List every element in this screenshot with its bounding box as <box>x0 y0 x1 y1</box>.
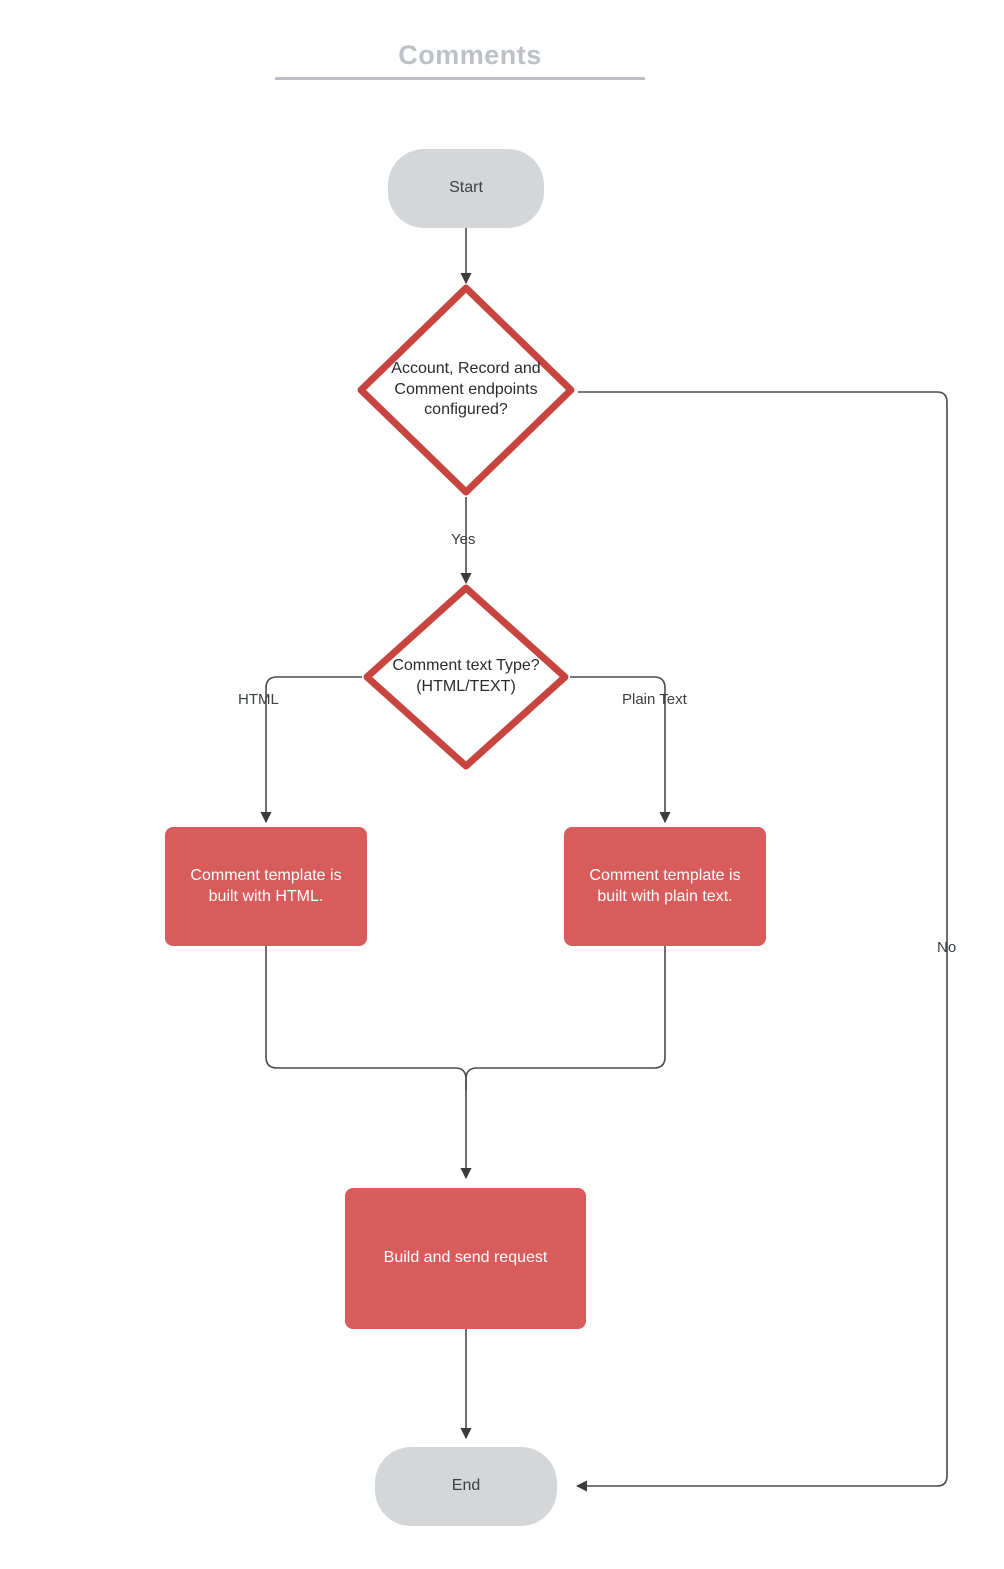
edge-label-plain-text: Plain Text <box>622 691 687 708</box>
edge-label-no: No <box>937 939 957 956</box>
node-end[interactable]: End <box>375 1447 557 1526</box>
edge-plain-box-to-merge <box>465 946 666 1090</box>
node-process-build-send-request[interactable]: Build and send request <box>345 1188 586 1329</box>
node-process-plaintext-template-label: Comment template is built with plain tex… <box>589 867 741 905</box>
node-decision-comment-text-type[interactable]: Comment text Type? (HTML/TEXT) <box>362 583 570 771</box>
node-decision-comment-text-type-label: Comment text Type? (HTML/TEXT) <box>392 657 540 695</box>
edge-label-yes: Yes <box>451 531 476 548</box>
decision-diamond-shape-2 <box>363 584 569 770</box>
edge-html-box-to-merge <box>265 946 472 1180</box>
node-start-label: Start <box>449 179 483 197</box>
node-end-label: End <box>451 1477 481 1495</box>
node-process-plaintext-template[interactable]: Comment template is built with plain tex… <box>564 827 766 946</box>
node-process-build-send-request-label: Build and send request <box>383 1249 548 1267</box>
node-decision-endpoints-configured-label: Account, Record and Comment endpoints co… <box>391 359 541 419</box>
node-process-html-template[interactable]: Comment template is built with HTML. <box>165 827 367 946</box>
decision-diamond-shape <box>357 284 575 496</box>
node-start[interactable]: Start <box>388 149 544 228</box>
edge-label-html: HTML <box>238 691 279 708</box>
title-underline <box>275 77 645 80</box>
page-title: Comments <box>398 40 542 70</box>
node-process-html-template-label: Comment template is built with HTML. <box>190 867 342 905</box>
node-decision-endpoints-configured[interactable]: Account, Record and Comment endpoints co… <box>356 283 576 497</box>
